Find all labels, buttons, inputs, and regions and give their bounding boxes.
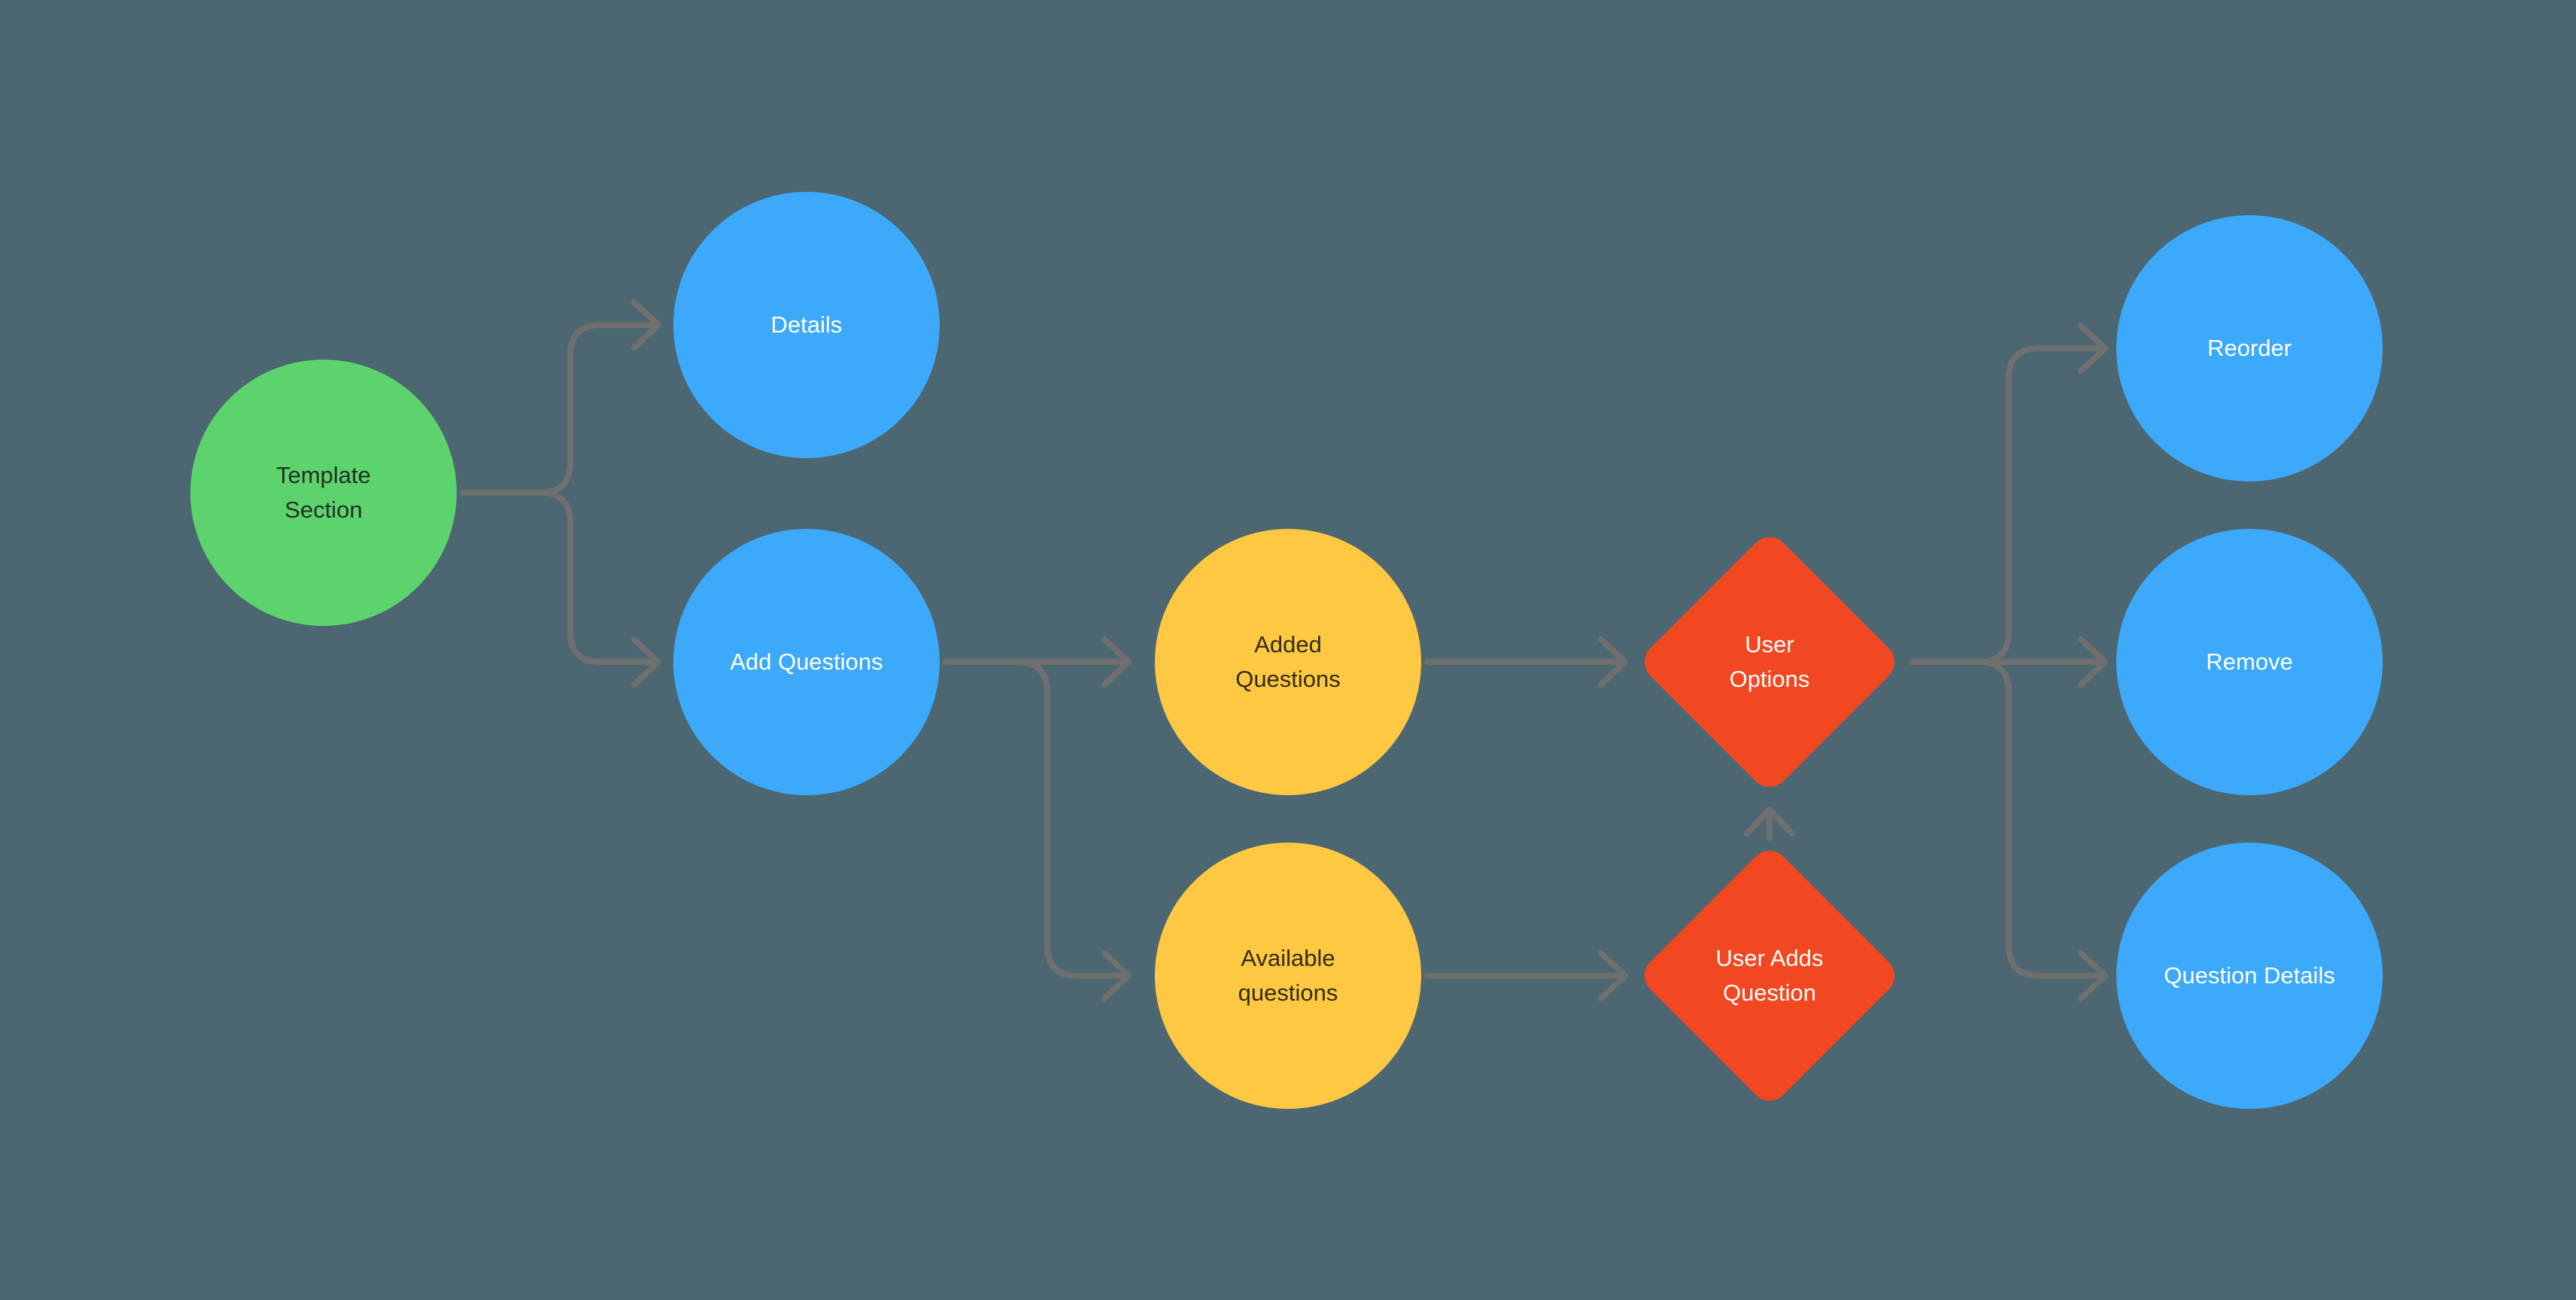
node-remove[interactable]: Remove xyxy=(2116,529,2383,795)
label-line: Add Questions xyxy=(730,648,883,675)
label-line: Template xyxy=(276,462,371,488)
label-line: Remove xyxy=(2206,648,2293,675)
label-line: User Adds xyxy=(1715,945,1824,971)
edge-template-to-details xyxy=(460,299,661,496)
node-label: Add Questions xyxy=(730,645,882,679)
node-label: Details xyxy=(771,308,843,342)
node-label: User Adds Question xyxy=(1636,843,1903,1109)
edge-user-options-to-question-details xyxy=(1976,659,2108,1001)
node-label: Remove xyxy=(2206,645,2292,679)
node-label: Template Section xyxy=(276,458,371,527)
node-label: Question Details xyxy=(2164,958,2334,993)
node-user-adds-question[interactable]: User Adds Question xyxy=(1636,843,1903,1109)
edge-user-options-to-reorder xyxy=(1976,323,2108,665)
label-line: Options xyxy=(1729,666,1810,692)
node-question-details[interactable]: Question Details xyxy=(2116,843,2383,1109)
node-reorder[interactable]: Reorder xyxy=(2116,215,2383,481)
node-user-options[interactable]: User Options xyxy=(1636,529,1903,795)
label-line: Question Details xyxy=(2164,962,2335,989)
node-template-section[interactable]: Template Section xyxy=(190,360,457,626)
label-line: Questions xyxy=(1235,666,1341,692)
label-line: Reorder xyxy=(2207,335,2292,361)
label-line: questions xyxy=(1238,980,1338,1006)
label-line: Available xyxy=(1241,945,1335,971)
node-label: User Options xyxy=(1636,529,1903,795)
label-line: Added xyxy=(1254,631,1322,658)
label-line: Details xyxy=(770,311,843,338)
node-available-questions[interactable]: Available questions xyxy=(1155,843,1421,1109)
node-add-questions[interactable]: Add Questions xyxy=(673,529,940,795)
node-added-questions[interactable]: Added Questions xyxy=(1155,529,1421,795)
node-label: Reorder xyxy=(2207,331,2292,366)
label-line: User xyxy=(1745,631,1794,658)
edge-template-to-add-questions xyxy=(460,490,661,688)
node-label: Available questions xyxy=(1238,941,1338,1010)
label-line: Question xyxy=(1722,980,1817,1006)
node-details[interactable]: Details xyxy=(673,192,940,458)
edge-add-questions-to-available-questions xyxy=(943,659,1132,1001)
label-line: Section xyxy=(284,497,363,523)
node-label: Added Questions xyxy=(1235,627,1341,697)
